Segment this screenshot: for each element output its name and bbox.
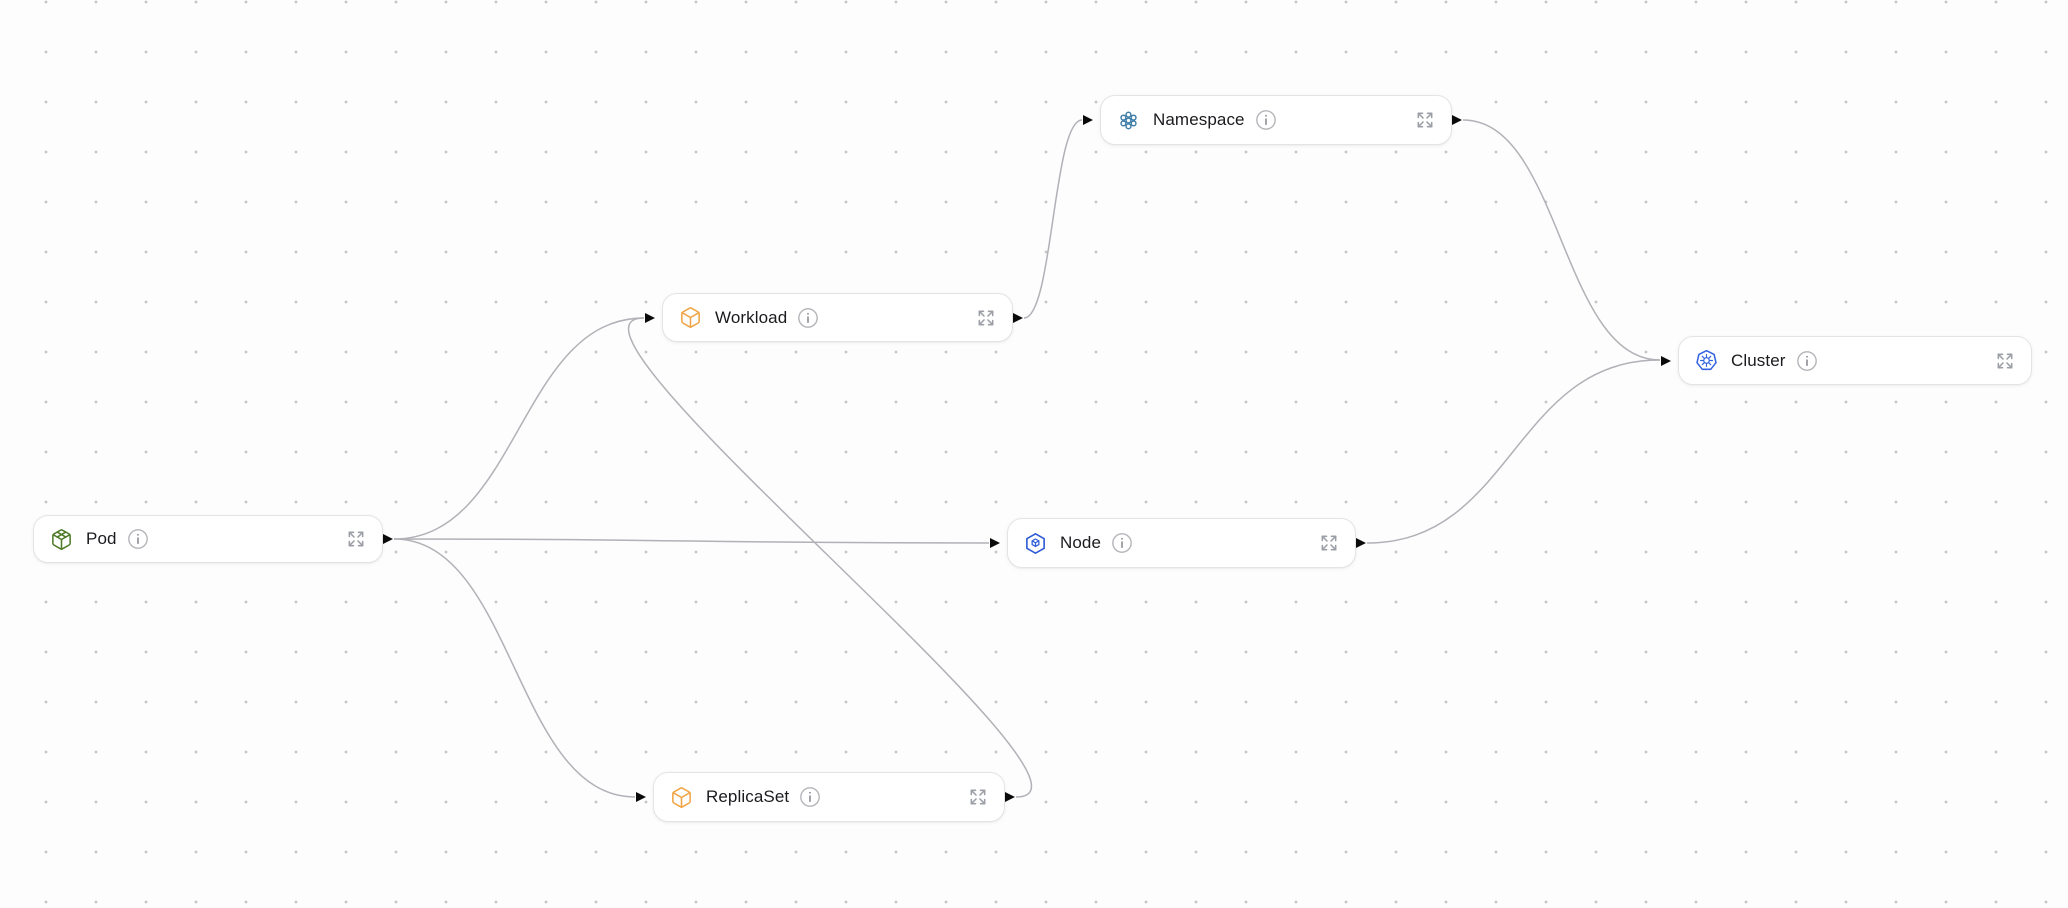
edge-pod-workload[interactable] — [393, 317, 645, 540]
node-label: Node — [1060, 533, 1102, 552]
info-icon[interactable] — [799, 786, 821, 808]
expand-icon[interactable] — [976, 308, 996, 328]
cube-icon — [681, 307, 700, 328]
node-label: Pod — [86, 529, 117, 548]
target-handle[interactable] — [990, 538, 1000, 548]
target-handle[interactable] — [1083, 115, 1093, 125]
node-label: Workload — [715, 307, 788, 327]
target-handle[interactable] — [645, 312, 655, 323]
graph-node-replicaset[interactable]: ReplicaSet — [636, 772, 1015, 822]
node-hexagon-icon — [1026, 532, 1045, 554]
edge-pod-replicaset[interactable] — [393, 538, 636, 798]
edge-workload-namespace[interactable] — [1023, 119, 1083, 319]
namespace-dots-icon — [1120, 111, 1137, 129]
graph-node-cluster[interactable]: Cluster — [1661, 336, 2032, 385]
info-icon[interactable] — [1796, 350, 1818, 372]
target-handle[interactable] — [636, 792, 646, 802]
node-label: ReplicaSet — [706, 787, 790, 806]
expand-icon[interactable] — [346, 529, 366, 549]
edge-replicaset-workload[interactable] — [627, 317, 1033, 798]
graph-node-pod[interactable]: Pod — [33, 515, 393, 563]
expand-icon[interactable] — [1415, 110, 1435, 130]
source-handle[interactable] — [1452, 115, 1462, 125]
expand-icon[interactable] — [968, 787, 988, 807]
node-label: Cluster — [1731, 350, 1786, 370]
graph-node-node[interactable]: Node — [990, 518, 1366, 568]
info-icon[interactable] — [797, 307, 819, 329]
info-icon[interactable] — [1255, 109, 1277, 131]
expand-icon[interactable] — [1319, 533, 1339, 553]
info-icon[interactable] — [127, 528, 149, 550]
source-handle[interactable] — [1005, 792, 1015, 802]
source-handle[interactable] — [1356, 538, 1366, 548]
graph-node-workload[interactable]: Workload — [645, 293, 1023, 342]
target-handle[interactable] — [1661, 355, 1671, 366]
edge-namespace-cluster[interactable] — [1462, 119, 1661, 361]
kubernetes-wheel-icon — [1696, 349, 1717, 371]
edge-node-cluster[interactable] — [1366, 359, 1661, 544]
expand-icon[interactable] — [1995, 351, 2015, 371]
edge-pod-node[interactable] — [393, 538, 990, 544]
source-handle[interactable] — [383, 534, 393, 544]
cube-icon — [672, 786, 691, 808]
node-label: Namespace — [1153, 110, 1245, 129]
info-icon[interactable] — [1111, 532, 1133, 554]
source-handle[interactable] — [1013, 312, 1023, 323]
pod-icon — [52, 528, 71, 550]
graph-node-namespace[interactable]: Namespace — [1083, 95, 1462, 145]
